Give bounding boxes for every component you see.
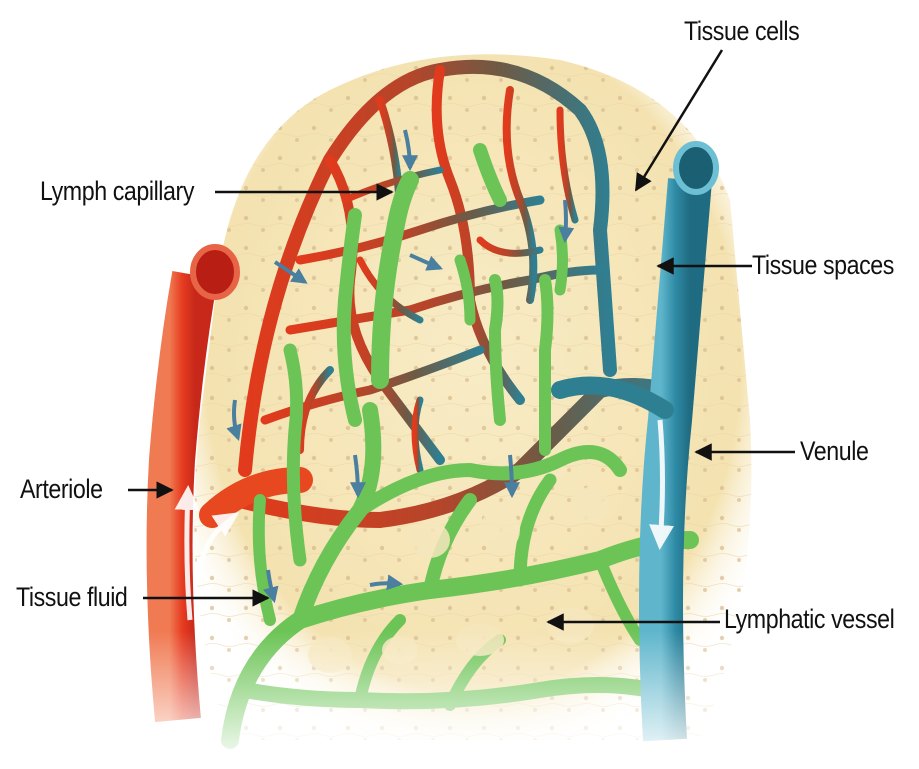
label-lymphatic-vessel: Lymphatic vessel [724,606,894,633]
label-arteriole: Arteriole [20,476,103,503]
label-tissue-fluid: Tissue fluid [16,584,127,611]
label-tissue-cells: Tissue cells [684,18,799,45]
label-tissue-spaces: Tissue spaces [752,252,894,279]
label-lymph-capillary: Lymph capillary [40,178,194,205]
label-venule: Venule [800,438,868,465]
